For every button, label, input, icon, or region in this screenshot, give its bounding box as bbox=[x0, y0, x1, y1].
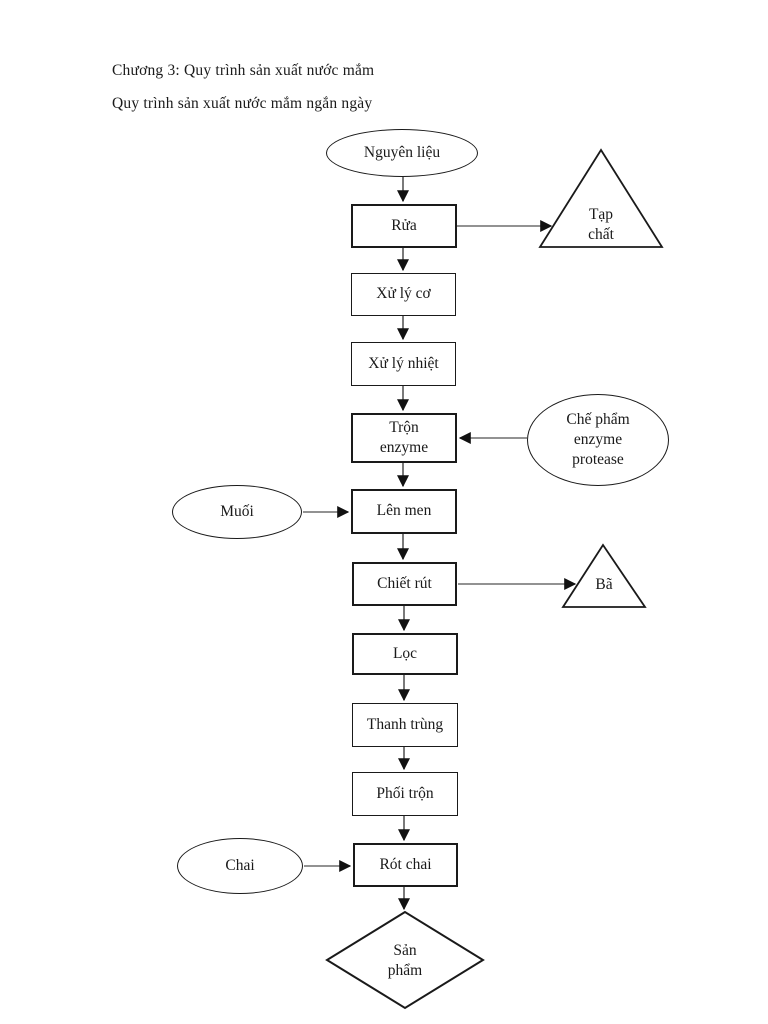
node-loc: Lọc bbox=[352, 633, 458, 675]
node-san-pham: Sản phẩm bbox=[375, 935, 435, 987]
node-nguyen-lieu-label: Nguyên liệu bbox=[363, 143, 441, 161]
node-muoi: Muối bbox=[172, 485, 302, 539]
node-rua-label: Rửa bbox=[391, 216, 417, 234]
node-rot-chai: Rót chai bbox=[353, 843, 458, 887]
node-tap-chat: Tạp chất bbox=[570, 200, 632, 250]
chapter-title: Chương 3: Quy trình sản xuất nước mắm bbox=[112, 62, 375, 79]
node-ba-label: Bã bbox=[595, 575, 613, 593]
node-phoi-tron: Phối trộn bbox=[352, 772, 458, 816]
node-muoi-label: Muối bbox=[220, 502, 254, 520]
node-chai: Chai bbox=[177, 838, 303, 894]
node-che-pham-enzyme: Chế phẩm enzyme protease bbox=[527, 394, 669, 486]
node-tron-enzyme-label: Trộn enzyme bbox=[379, 418, 429, 456]
tap-chat-triangle-shape bbox=[538, 148, 664, 248]
node-tron-enzyme: Trộn enzyme bbox=[351, 413, 457, 463]
node-len-men-label: Lên men bbox=[376, 502, 432, 520]
node-rot-chai-label: Rót chai bbox=[379, 855, 432, 873]
node-loc-label: Lọc bbox=[392, 644, 418, 662]
node-phoi-tron-label: Phối trộn bbox=[376, 784, 434, 802]
node-xu-ly-nhiet-label: Xử lý nhiệt bbox=[368, 354, 439, 372]
node-san-pham-label: Sản phẩm bbox=[387, 941, 423, 979]
ba-triangle-shape bbox=[561, 543, 647, 608]
node-rua: Rửa bbox=[351, 204, 457, 248]
node-ba: Bã bbox=[578, 572, 630, 598]
node-chiet-rut-label: Chiết rút bbox=[377, 574, 432, 592]
san-pham-diamond-shape bbox=[325, 910, 485, 1010]
node-che-pham-enzyme-label: Chế phẩm enzyme protease bbox=[566, 410, 630, 469]
node-nguyen-lieu: Nguyên liệu bbox=[326, 129, 478, 177]
node-tap-chat-label: Tạp chất bbox=[588, 205, 614, 243]
node-xu-ly-nhiet: Xử lý nhiệt bbox=[351, 342, 456, 386]
diagram-subtitle: Quy trình sản xuất nước mắm ngắn ngày bbox=[112, 95, 373, 112]
node-xu-ly-co-label: Xử lý cơ bbox=[376, 285, 431, 303]
node-chai-label: Chai bbox=[225, 856, 255, 874]
node-thanh-trung-label: Thanh trùng bbox=[366, 715, 444, 733]
node-xu-ly-co: Xử lý cơ bbox=[351, 273, 456, 316]
node-len-men: Lên men bbox=[351, 489, 457, 534]
node-chiet-rut: Chiết rút bbox=[352, 562, 457, 606]
node-thanh-trung: Thanh trùng bbox=[352, 703, 458, 747]
